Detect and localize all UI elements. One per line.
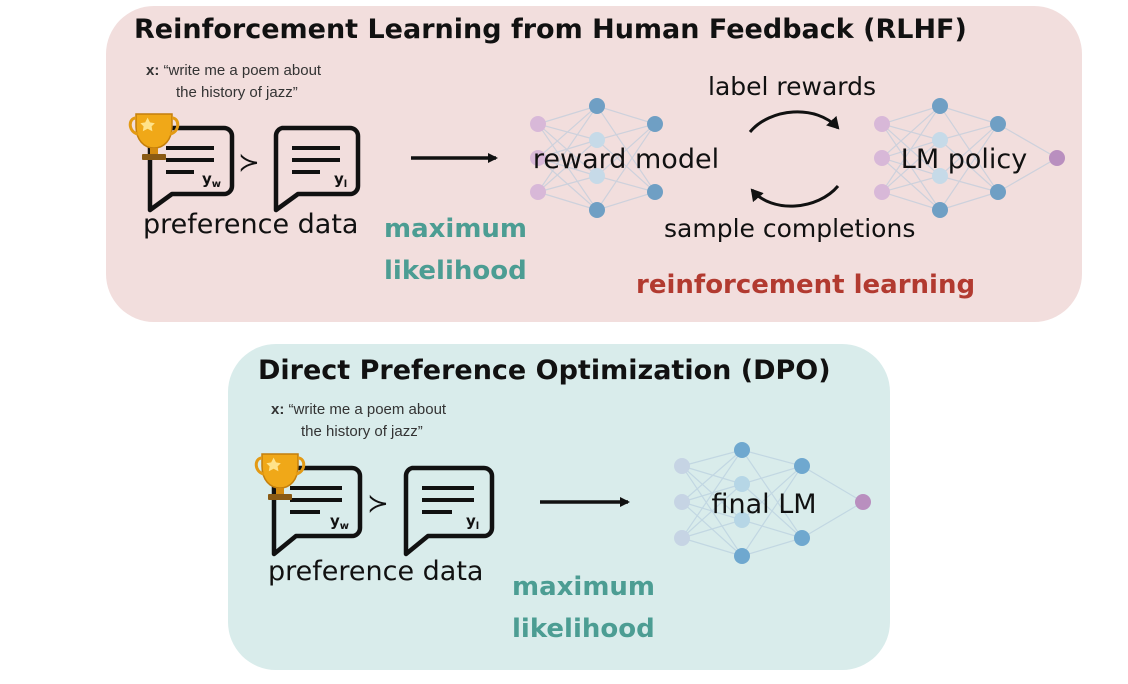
- dpo-yw-label: yw: [330, 512, 349, 532]
- rlhf-prompt-x: x:: [146, 62, 160, 79]
- rlhf-ml-line2: likelihood: [384, 256, 527, 286]
- lm-policy-label: LM policy: [901, 144, 1027, 175]
- label-rewards-arrow-icon: [748, 110, 840, 133]
- dpo-title: Direct Preference Optimization (DPO): [258, 355, 831, 386]
- reward-model-network-icon: [537, 105, 656, 211]
- dpo-trophy-icon: [254, 453, 306, 500]
- dpo-prompt-x: x:: [271, 401, 285, 418]
- dpo-loser-bubble-icon: [403, 465, 495, 557]
- reward-model-label: reward model: [533, 144, 719, 175]
- dpo-yl-label: yl: [466, 512, 479, 532]
- dpo-prompt-line2: the history of jazz”: [301, 423, 423, 440]
- sample-completions-arrow-icon: [750, 185, 840, 208]
- label-rewards-label: label rewards: [708, 72, 877, 101]
- sample-completions-label: sample completions: [664, 214, 916, 243]
- rlhf-preference-data-label: preference data: [143, 209, 359, 240]
- rlhf-yw-label: yw: [202, 170, 221, 190]
- reinforcement-learning-label: reinforcement learning: [636, 270, 976, 300]
- rlhf-panel: [106, 6, 1082, 322]
- dpo-panel: [228, 344, 890, 670]
- reward-model-nodes: [530, 98, 663, 218]
- final-lm-label: final LM: [711, 489, 816, 520]
- dpo-ml-line1: maximum: [512, 572, 656, 602]
- lm-policy-nodes: [874, 98, 1065, 218]
- final-lm-nodes: [674, 442, 871, 564]
- final-lm-network-icon: [681, 449, 864, 557]
- rlhf-prompt-line1: “write me a poem about: [163, 62, 322, 79]
- rlhf-title: Reinforcement Learning from Human Feedba…: [134, 14, 967, 45]
- rlhf-ml-line1: maximum: [384, 214, 528, 244]
- lm-policy-network-icon: [881, 105, 1058, 211]
- dpo-ml-line2: likelihood: [512, 614, 655, 644]
- rlhf-maximum-likelihood-label: maximum likelihood: [384, 208, 527, 292]
- rlhf-loser-bubble-icon: [273, 125, 361, 213]
- rlhf-trophy-icon: [128, 113, 180, 160]
- rlhf-preference-symbol: ≻: [238, 148, 260, 178]
- dpo-preference-data-label: preference data: [268, 556, 484, 587]
- rlhf-prompt-line2: the history of jazz”: [176, 84, 298, 101]
- dpo-prompt-line1: “write me a poem about: [288, 401, 447, 418]
- rlhf-prompt: x: “write me a poem about the history of…: [146, 60, 321, 104]
- rlhf-yl-label: yl: [334, 170, 347, 190]
- dpo-prompt: x: “write me a poem about the history of…: [271, 399, 446, 443]
- dpo-preference-symbol: ≻: [367, 489, 389, 519]
- dpo-maximum-likelihood-label: maximum likelihood: [512, 566, 655, 650]
